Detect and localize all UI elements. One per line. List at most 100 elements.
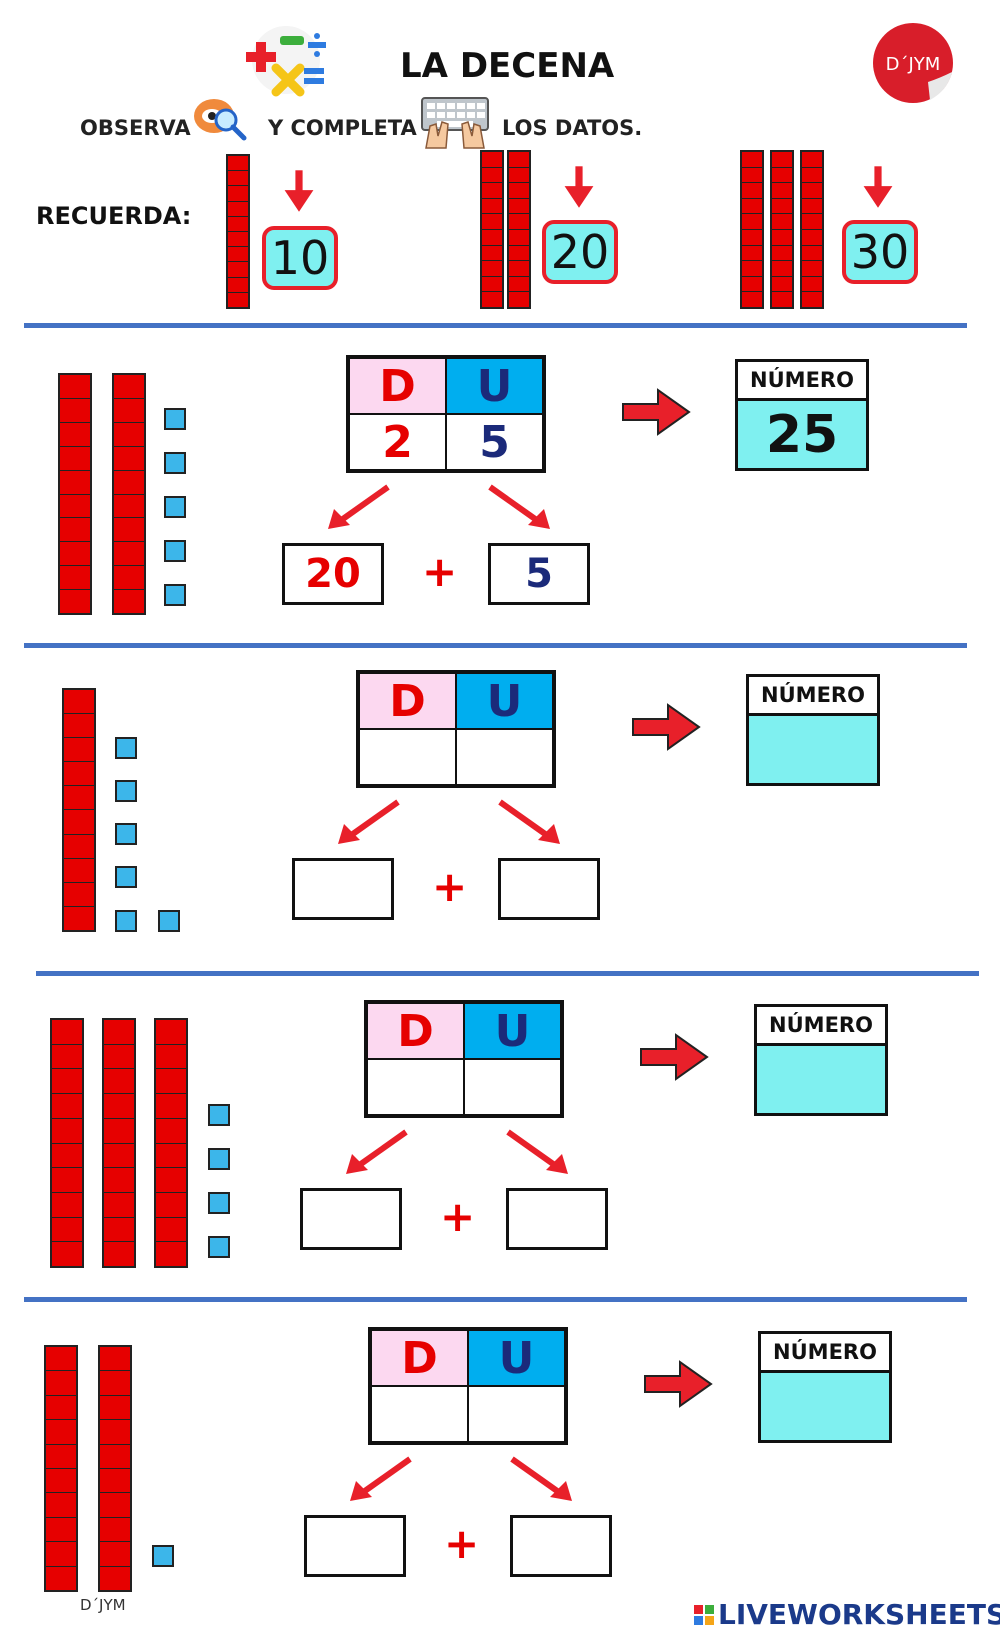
number-answer-field[interactable] (757, 1046, 885, 1113)
tens-rod (480, 150, 504, 309)
numero-label: NÚMERO (757, 1007, 885, 1046)
liveworksheets-logo: LIVEWORKSHEETS (694, 1598, 1000, 1631)
instruction-completa: Y COMPLETA (268, 116, 417, 140)
du-header-u: U (446, 358, 543, 414)
tens-value-field[interactable] (300, 1188, 402, 1250)
unit-cube (164, 452, 186, 474)
down-left-arrow-icon (342, 1128, 412, 1178)
du-header-u: U (456, 673, 553, 729)
svg-text:D´JYM: D´JYM (886, 54, 941, 75)
tens-digit-field[interactable] (367, 1059, 464, 1115)
down-left-arrow-icon (346, 1455, 416, 1505)
math-symbols-icon (240, 22, 332, 98)
number-answer-field[interactable]: 25 (738, 401, 866, 468)
units-value-field[interactable] (498, 858, 600, 920)
du-header-d: D (359, 673, 456, 729)
unit-cube (115, 866, 137, 888)
plus-sign: + (440, 1192, 476, 1241)
tens-rod (154, 1018, 188, 1268)
units-digit-field[interactable]: 5 (446, 414, 543, 470)
units-value-field[interactable] (506, 1188, 608, 1250)
tens-digit-field[interactable]: 2 (349, 414, 446, 470)
tens-rod (102, 1018, 136, 1268)
down-right-arrow-icon (494, 798, 564, 848)
unit-cube (164, 540, 186, 562)
unit-cube (115, 780, 137, 802)
plus-sign: + (432, 862, 468, 911)
tens-rod (50, 1018, 84, 1268)
right-arrow-icon (630, 702, 702, 752)
down-arrow-icon (860, 162, 896, 212)
recuerda-number: 20 (542, 220, 618, 284)
separator (24, 1297, 967, 1302)
unit-cube (115, 823, 137, 845)
du-header-d: D (371, 1330, 468, 1386)
du-header-u: U (468, 1330, 565, 1386)
tens-rod (98, 1345, 132, 1592)
down-right-arrow-icon (484, 483, 554, 533)
numero-label: NÚMERO (749, 677, 877, 716)
tens-value-field[interactable] (304, 1515, 406, 1577)
plus-sign: + (422, 547, 458, 596)
units-digit-field[interactable] (468, 1386, 565, 1442)
tens-rod (226, 154, 250, 309)
units-value-field[interactable] (510, 1515, 612, 1577)
unit-cube (158, 910, 180, 932)
tens-rod (740, 150, 764, 309)
tens-rod (112, 373, 146, 615)
separator (24, 323, 967, 328)
units-value-field[interactable]: 5 (488, 543, 590, 605)
number-answer-field[interactable] (761, 1373, 889, 1440)
liveworksheets-brand: LIVEWORKSHEETS (718, 1598, 1000, 1631)
numero-label: NÚMERO (738, 362, 866, 401)
numero-label: NÚMERO (761, 1334, 889, 1373)
instruction-datos: LOS DATOS. (502, 116, 643, 140)
tens-rod (507, 150, 531, 309)
tens-value-field[interactable]: 20 (282, 543, 384, 605)
unit-cube (115, 910, 137, 932)
numero-box: NÚMERO (758, 1331, 892, 1443)
magnifier-eye-icon (192, 94, 248, 142)
instruction-observa: OBSERVA (80, 116, 191, 140)
page-title: LA DECENA (400, 46, 615, 86)
down-arrow-icon (561, 162, 597, 212)
unit-cube (164, 496, 186, 518)
units-digit-field[interactable] (464, 1059, 561, 1115)
djym-logo: D´JYM (870, 20, 956, 106)
keyboard-hands-icon (420, 96, 490, 150)
plus-sign: + (444, 1519, 480, 1568)
unit-cube (152, 1545, 174, 1567)
right-arrow-icon (620, 387, 692, 437)
footer-author: D´JYM (80, 1596, 126, 1614)
down-arrow-icon (281, 166, 317, 216)
tens-rod (58, 373, 92, 615)
recuerda-number: 30 (842, 220, 918, 284)
units-digit-field[interactable] (456, 729, 553, 785)
tens-digit-field[interactable] (371, 1386, 468, 1442)
unit-cube (164, 408, 186, 430)
unit-cube (208, 1104, 230, 1126)
unit-cube (208, 1148, 230, 1170)
unit-cube (164, 584, 186, 606)
numero-box: NÚMERO (754, 1004, 888, 1116)
tens-rod (800, 150, 824, 309)
recuerda-label: RECUERDA: (36, 202, 192, 230)
tens-digit-field[interactable] (359, 729, 456, 785)
down-right-arrow-icon (506, 1455, 576, 1505)
du-header-d: D (367, 1003, 464, 1059)
number-answer-field[interactable] (749, 716, 877, 783)
tens-rod (770, 150, 794, 309)
tens-value-field[interactable] (292, 858, 394, 920)
unit-cube (208, 1236, 230, 1258)
unit-cube (208, 1192, 230, 1214)
right-arrow-icon (638, 1032, 710, 1082)
tens-rod (44, 1345, 78, 1592)
du-header-d: D (349, 358, 446, 414)
down-left-arrow-icon (334, 798, 404, 848)
separator (24, 643, 967, 648)
